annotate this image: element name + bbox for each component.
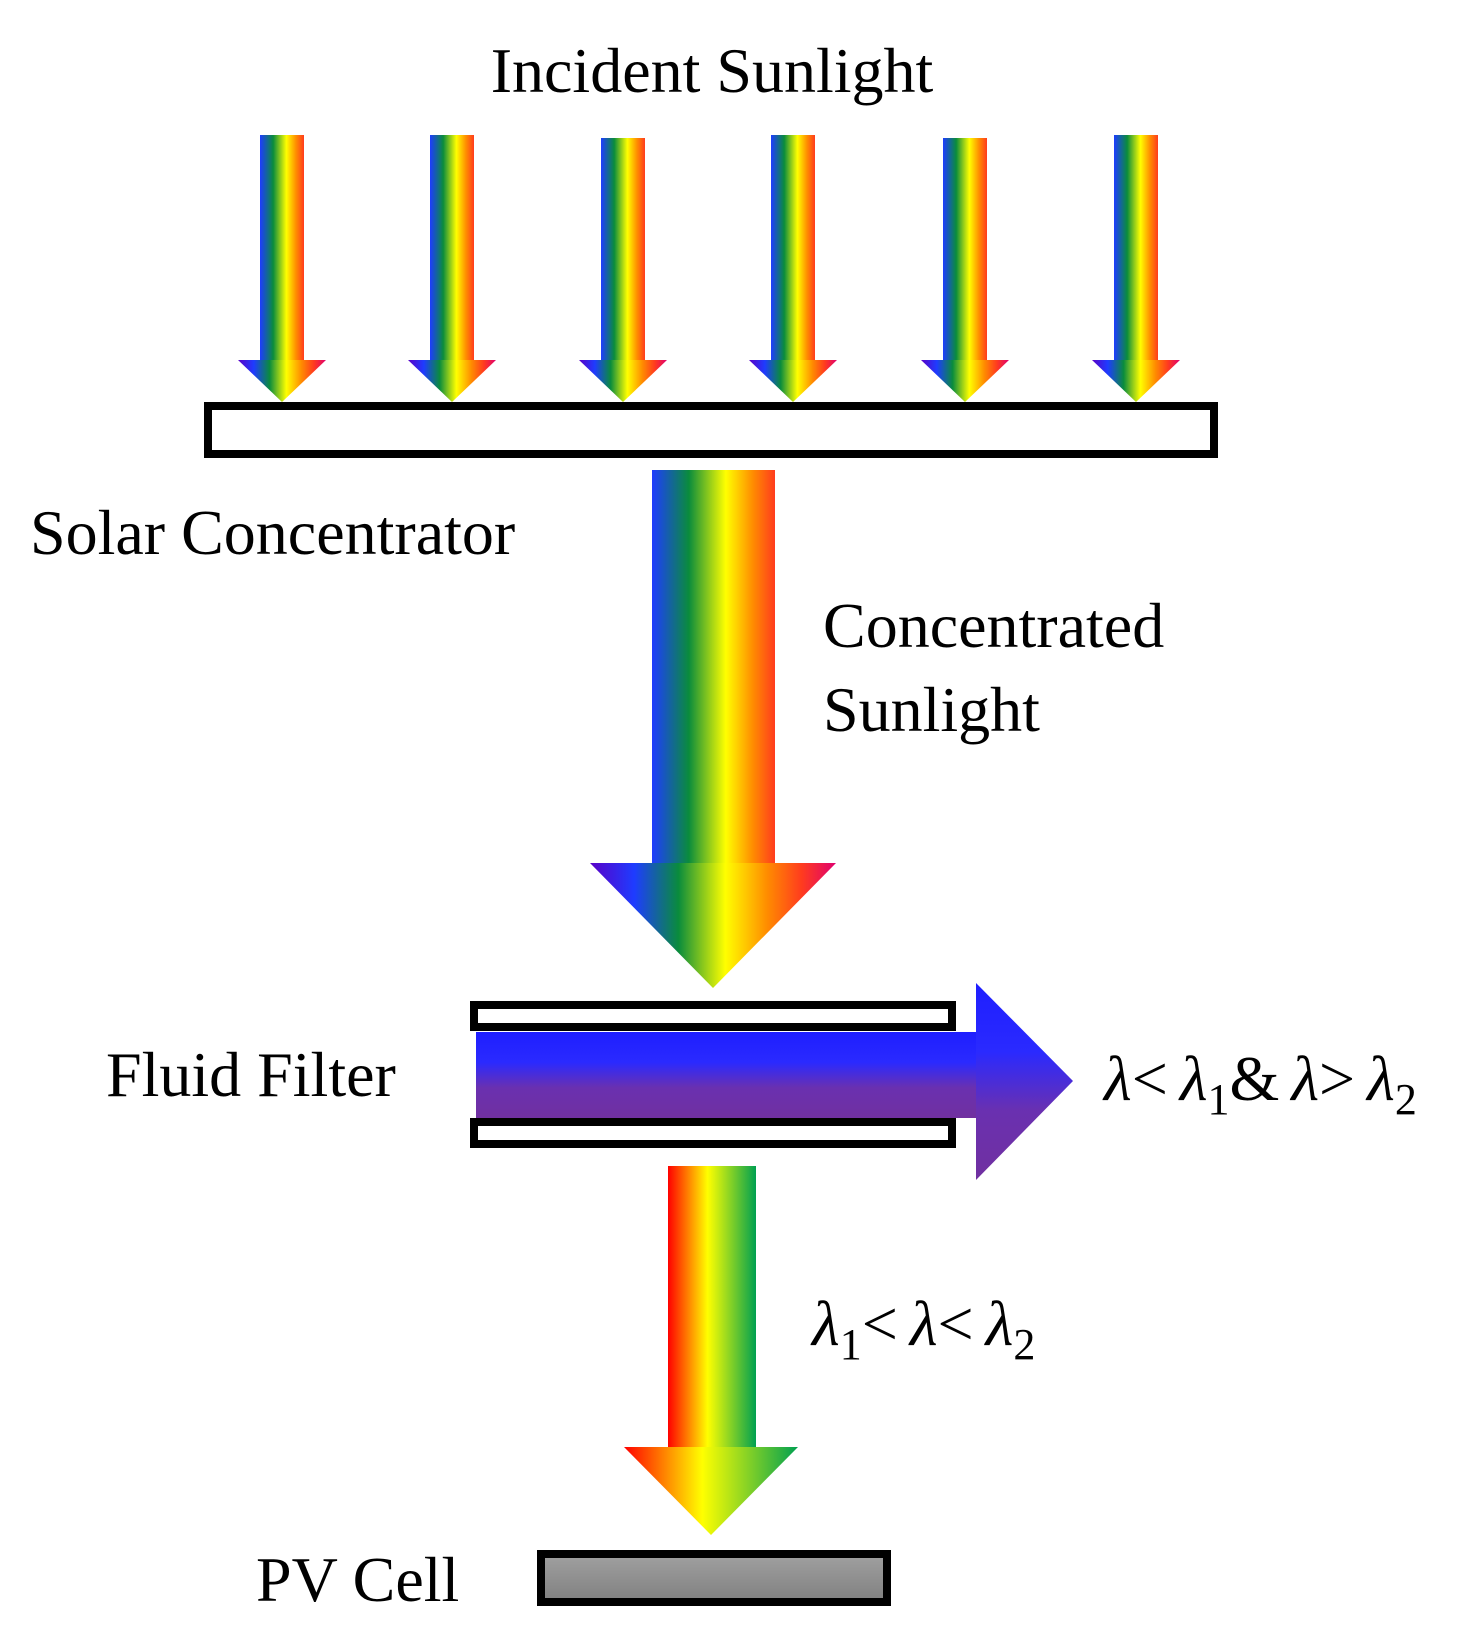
concentrated-sunlight-arrow — [590, 470, 836, 988]
solar-concentrator-label: Solar Concentrator — [30, 497, 515, 568]
pv-cell — [537, 1550, 891, 1606]
pv-cell-label: PV Cell — [256, 1544, 459, 1615]
fluid-filter-label: Fluid Filter — [106, 1039, 396, 1110]
incident-arrows — [238, 135, 1180, 402]
transmitted-condition-label: λ1<λ<λ2 — [810, 1288, 1035, 1369]
incident-sunlight-label: Incident Sunlight — [491, 35, 934, 106]
fluid-filter-top-wall — [470, 1001, 956, 1031]
concentrated-sunlight-label-line1: Concentrated — [823, 590, 1164, 661]
incident-arrow — [921, 138, 1009, 402]
solar-concentrator-plate — [204, 402, 1218, 458]
reflected-condition-label: λ<λ1&λ>λ2 — [1102, 1043, 1417, 1124]
incident-arrow — [408, 135, 496, 402]
transmitted-band-arrow — [624, 1166, 798, 1535]
incident-arrow — [238, 135, 326, 402]
fluid-filter-bottom-wall — [470, 1118, 956, 1148]
incident-arrow — [1092, 135, 1180, 402]
concentrated-sunlight-label-line2: Sunlight — [823, 674, 1040, 745]
incident-arrow — [749, 135, 837, 402]
incident-arrow — [579, 138, 667, 402]
reflected-band-arrow — [476, 983, 1073, 1180]
